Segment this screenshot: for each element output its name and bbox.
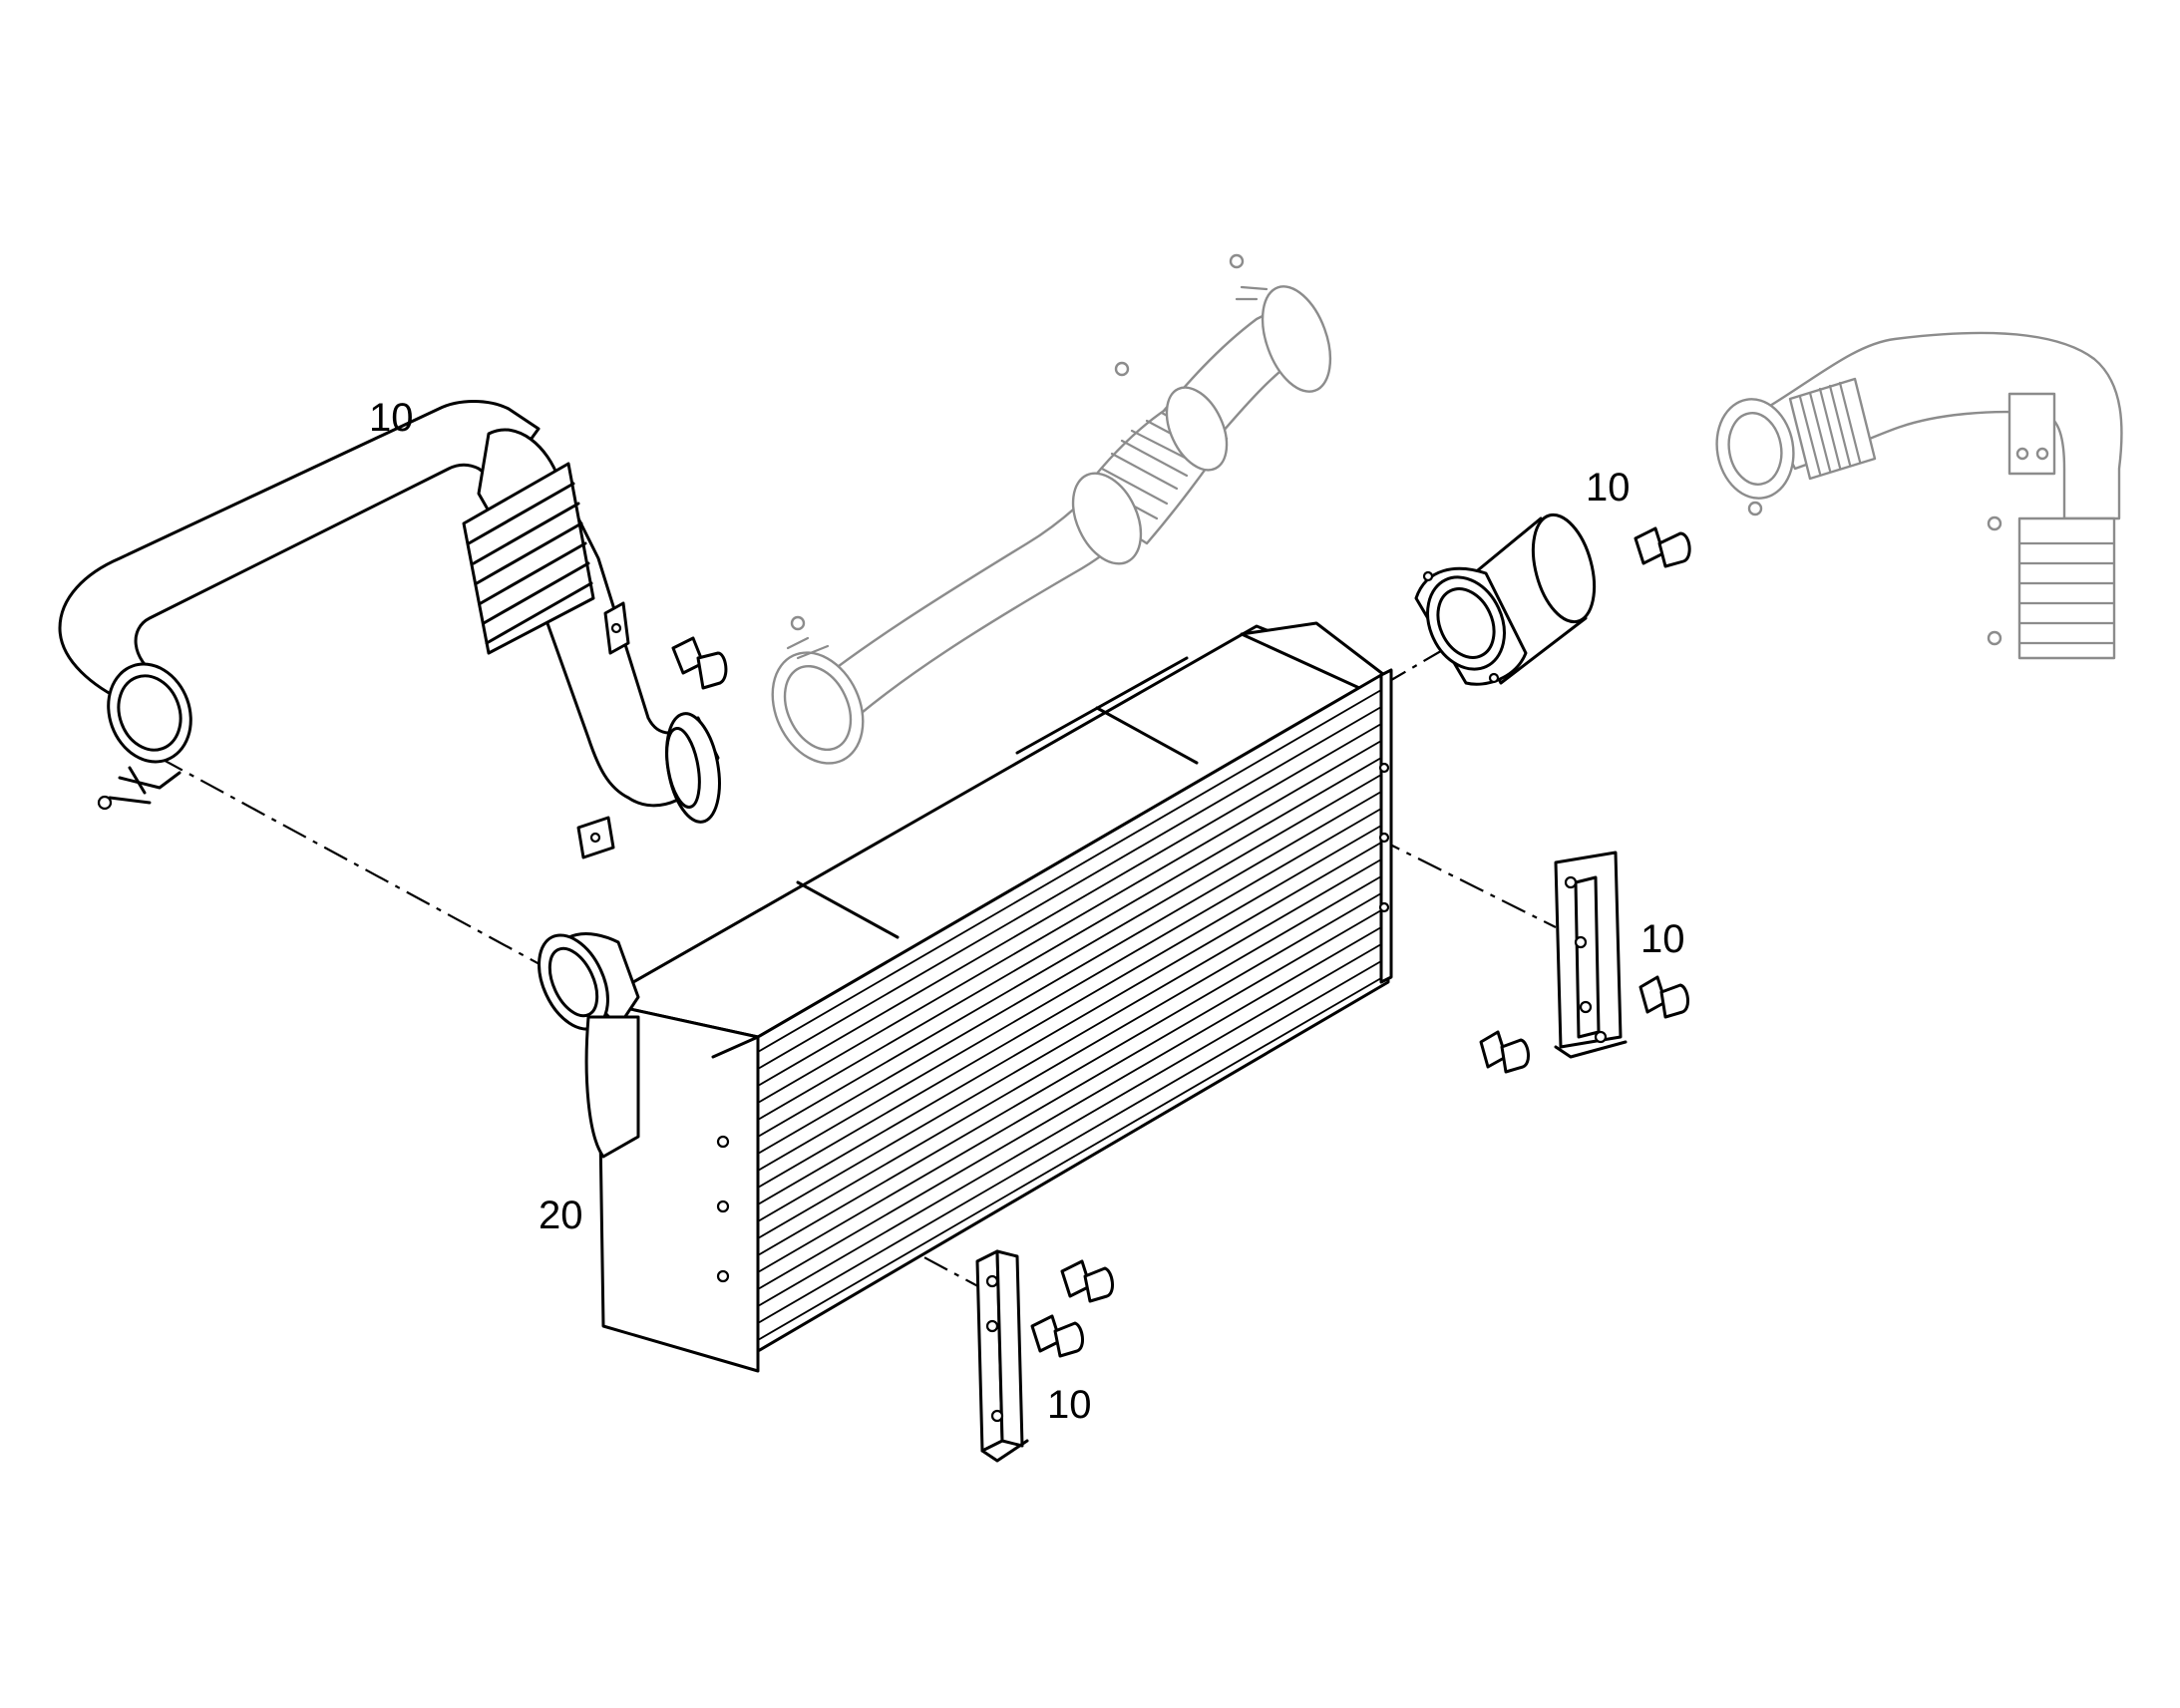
callout-bracket-bottom: 10 xyxy=(1047,1383,1092,1427)
bracket-tab-upper xyxy=(603,601,630,655)
ghost-bellows-right xyxy=(1788,377,1877,481)
ghost-pipe-right xyxy=(1715,331,2123,660)
bolt-right-bracket-a xyxy=(1638,975,1689,1019)
bolt-right-bracket-b xyxy=(1479,1030,1530,1074)
cooler-core-fins xyxy=(757,689,1382,1341)
bolt-bottom-bracket-a xyxy=(1060,1259,1114,1303)
callout-cooler: 20 xyxy=(539,1194,583,1237)
callout-hose-upper-left: 10 xyxy=(369,396,414,440)
bolt-bottom-bracket-b xyxy=(1030,1314,1084,1358)
hose-clamp-left xyxy=(97,766,182,811)
charge-air-cooler xyxy=(538,621,1393,1373)
ghost-bellows-center xyxy=(1071,386,1229,565)
hose-bellows-left xyxy=(462,462,595,655)
callout-bracket-right: 10 xyxy=(1640,917,1685,961)
mounting-bracket-right xyxy=(1554,851,1628,1059)
bolt-right-pipe xyxy=(1634,526,1691,568)
mounting-bracket-bottom xyxy=(975,1249,1029,1463)
bracket-tab-lower xyxy=(576,816,615,859)
hose-assembly-left xyxy=(58,400,721,859)
callout-pipe-right: 10 xyxy=(1586,466,1631,510)
connector-pipe-right xyxy=(1414,512,1597,686)
ghost-hose-center xyxy=(771,253,1332,765)
bolt-left-hose xyxy=(671,636,728,690)
